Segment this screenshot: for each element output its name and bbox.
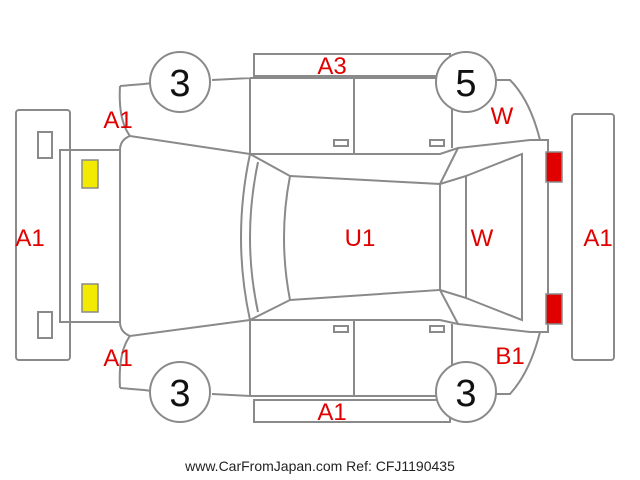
rear-lamp-bottom xyxy=(545,293,563,325)
label-rear-left-fender: W xyxy=(491,103,514,130)
car-body-outline xyxy=(59,134,549,338)
bottom-sill-outline xyxy=(253,399,451,423)
door-handle-bottom-rear xyxy=(429,325,445,333)
front-lamp-bottom xyxy=(81,283,99,313)
rear-glass xyxy=(465,152,523,322)
label-top-bumper: A3 xyxy=(317,53,346,80)
wheel-rear-left-circle xyxy=(435,51,497,113)
top-front-fender xyxy=(118,85,131,137)
bottom-front-fender xyxy=(118,335,131,389)
rear-pillar-bottom xyxy=(439,289,459,325)
windshield-inner xyxy=(249,161,259,313)
wheel-rear-right-number: 3 xyxy=(455,373,476,415)
wheel-rear-left-number: 5 xyxy=(455,63,476,105)
label-front-right-fender: A1 xyxy=(103,345,132,372)
front-bumper-outline xyxy=(15,109,71,361)
windshield xyxy=(240,152,292,322)
bottom-rear-fender xyxy=(482,331,541,395)
wheel-rear-right-circle xyxy=(435,361,497,423)
label-rear-right-fender: B1 xyxy=(495,343,524,370)
rear-window xyxy=(439,174,467,300)
wheel-front-left-number: 3 xyxy=(169,63,190,105)
top-side-panel xyxy=(119,76,453,154)
wheel-front-right-circle xyxy=(149,361,211,423)
footer-reference: www.CarFromJapan.com Ref: CFJ1190435 xyxy=(185,458,455,474)
front-bumper-slot-top xyxy=(37,131,53,159)
front-bumper-slot-bottom xyxy=(37,311,53,339)
door-handle-top-rear xyxy=(429,139,445,147)
label-bottom-bumper: A1 xyxy=(317,399,346,426)
rear-bumper-outline xyxy=(571,113,615,361)
top-sill-outline xyxy=(253,53,451,77)
bottom-side-panel xyxy=(119,320,453,398)
top-rear-fender xyxy=(482,79,541,141)
label-left-bumper: A1 xyxy=(15,225,44,252)
rear-pillar-top xyxy=(439,147,459,185)
door-handle-top-front xyxy=(333,139,349,147)
label-rear-glass: W xyxy=(471,225,494,252)
front-lamp-top xyxy=(81,159,99,189)
wheel-front-right-number: 3 xyxy=(169,373,190,415)
wheel-front-left-circle xyxy=(149,51,211,113)
rear-lamp-top xyxy=(545,151,563,183)
door-handle-bottom-front xyxy=(333,325,349,333)
label-right-bumper: A1 xyxy=(583,225,612,252)
label-roof: U1 xyxy=(345,225,376,252)
label-front-left-fender: A1 xyxy=(103,107,132,134)
